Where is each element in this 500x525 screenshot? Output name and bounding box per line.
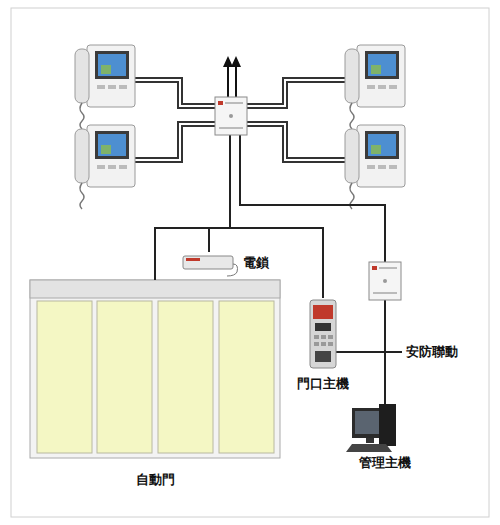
door-station: 門口主機 bbox=[292, 298, 354, 394]
signal-label: 安防聯動 bbox=[405, 344, 459, 360]
electric-lock: 電鎖 bbox=[183, 252, 273, 274]
signal-wire bbox=[155, 228, 209, 280]
node-label: 門口主機 bbox=[292, 376, 354, 392]
management-host: 管理主機 bbox=[345, 400, 425, 472]
automatic-door: 自動門 bbox=[30, 280, 280, 492]
node-label: 自動門 bbox=[30, 472, 280, 488]
node-label: 電鎖 bbox=[243, 255, 333, 271]
node-label: 管理主機 bbox=[345, 455, 425, 471]
